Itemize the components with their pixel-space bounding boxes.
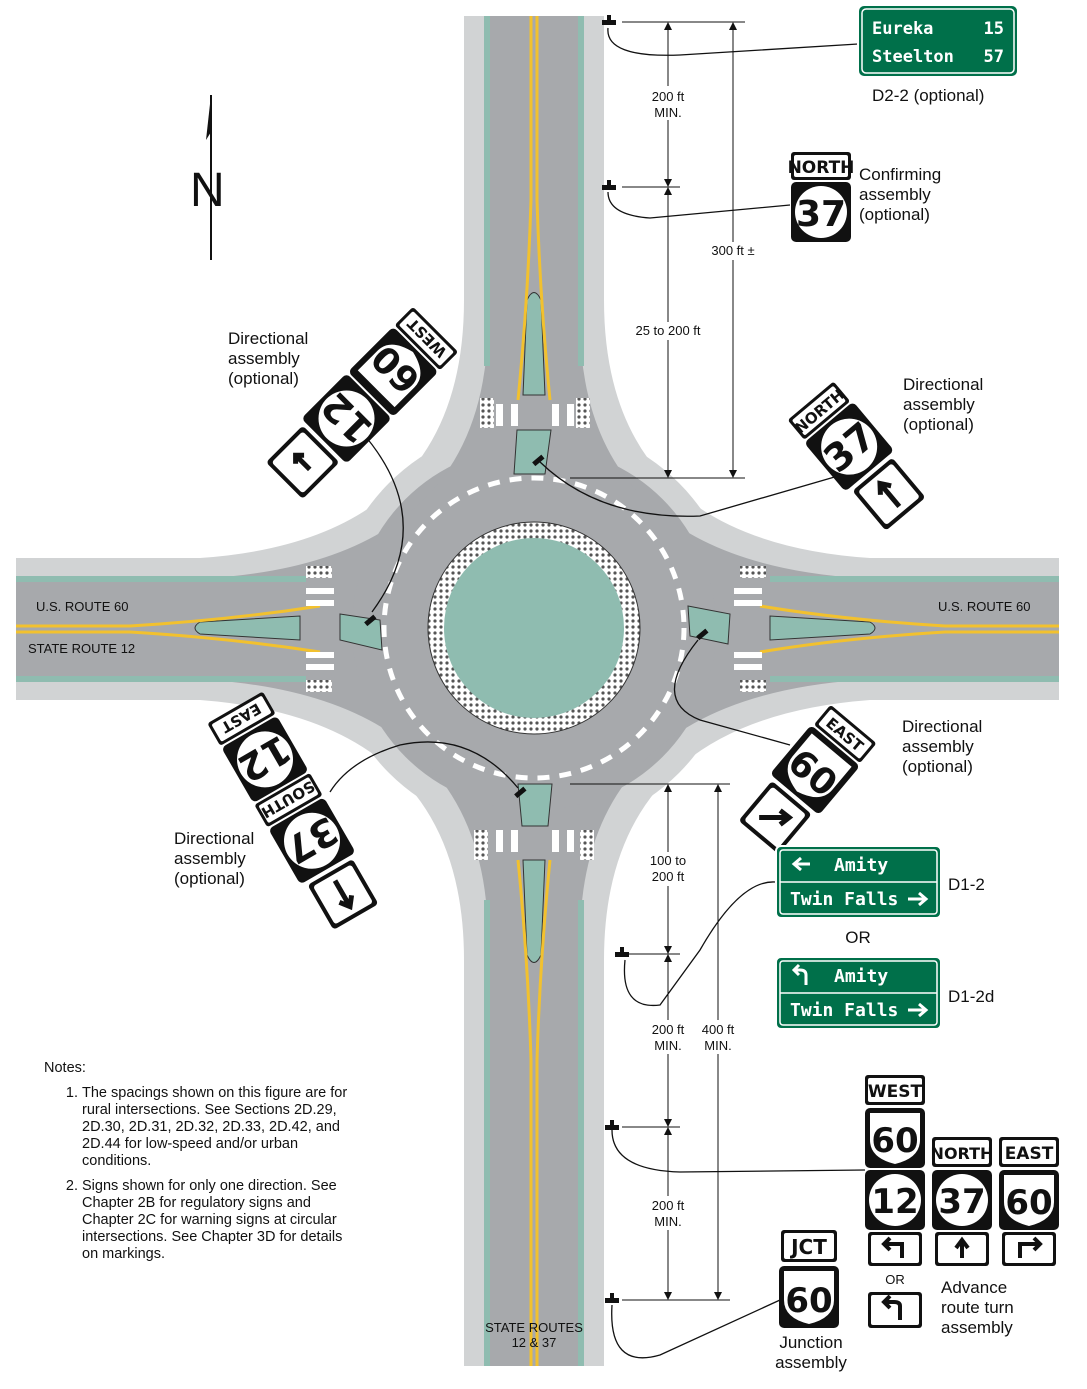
d2-2-row1-name: Eureka — [872, 19, 933, 39]
d2-2-row2-name: Steelton — [872, 47, 954, 67]
dim-100-200-l2: 200 ft — [652, 869, 685, 884]
notes-block: Notes: The spacings shown on this figure… — [44, 1060, 354, 1271]
advance-caption-l2: route turn — [941, 1298, 1014, 1317]
arrow-icon — [759, 808, 794, 827]
junction-caption-l1: Junction — [779, 1333, 842, 1352]
adv-route-12: 12 — [871, 1182, 918, 1222]
d1-2-row1: Amity — [834, 855, 888, 876]
directional-assembly-sw: 37 SOUTH 12 EAST — [208, 692, 378, 929]
turn-right-arrow-icon — [1018, 1236, 1043, 1258]
adv-route-60: 60 — [871, 1121, 918, 1161]
north-label: N — [190, 164, 225, 217]
adv-plate-east: EAST — [1005, 1144, 1054, 1164]
d1-2d-code: D1-2d — [948, 987, 994, 1006]
sign-post-marks — [364, 15, 709, 1303]
road-label-us60-west: U.S. ROUTE 60 — [36, 599, 128, 614]
note-item: The spacings shown on this figure are fo… — [82, 1085, 354, 1170]
arrow-left-icon — [791, 856, 810, 872]
dir-se-caption-l3: (optional) — [902, 757, 973, 776]
road-label-us60-east: U.S. ROUTE 60 — [938, 599, 1030, 614]
road-network — [16, 16, 1059, 1366]
road-label-state-routes-l1: STATE ROUTES — [485, 1320, 583, 1335]
dim-200-mid-l2: MIN. — [654, 1038, 681, 1053]
dir-ne-caption-l1: Directional — [903, 375, 983, 394]
curved-arrow-left-icon — [791, 963, 808, 985]
directional-assembly-nw: 12 60 WEST — [267, 308, 457, 498]
note-item: Signs shown for only one direction. See … — [82, 1178, 354, 1263]
junction-assembly: JCT 60 — [779, 1230, 839, 1328]
dir-nw-caption-l1: Directional — [228, 329, 308, 348]
dim-400-l2: MIN. — [704, 1038, 731, 1053]
adv-plate-west: WEST — [868, 1082, 923, 1102]
dimension-labels: 200 ft MIN. 300 ft ± 25 to 200 ft 100 to… — [628, 86, 764, 1230]
dim-200-mid-l1: 200 ft — [652, 1022, 685, 1037]
d1-2-row2: Twin Falls — [790, 889, 898, 910]
confirming-caption-l2: assembly — [859, 185, 931, 204]
dir-ne-caption-l2: assembly — [903, 395, 975, 414]
dir-se-caption-l1: Directional — [902, 717, 982, 736]
notes-title: Notes: — [44, 1060, 86, 1076]
confirming-route: 37 — [796, 194, 846, 235]
d2-2-row1-miles: 15 — [984, 19, 1004, 39]
directional-assembly-se: EAST 60 — [740, 705, 876, 853]
advance-caption-l1: Advance — [941, 1278, 1007, 1297]
dir-sw-caption-l2: assembly — [174, 849, 246, 868]
turn-left-arrow-icon — [881, 1236, 904, 1258]
confirming-plate: NORTH — [788, 158, 855, 178]
d1-2d-row2: Twin Falls — [790, 1000, 898, 1021]
jct-route: 60 — [785, 1281, 832, 1321]
d1-2d-sign: Amity Twin Falls — [775, 956, 942, 1030]
dir-se-caption-l2: assembly — [902, 737, 974, 756]
or-label: OR — [845, 928, 871, 947]
confirming-assembly: NORTH 37 — [788, 152, 855, 242]
dir-nw-caption-l3: (optional) — [228, 369, 299, 388]
d2-2-row2-miles: 57 — [984, 47, 1004, 67]
arrow-icon — [877, 480, 902, 509]
dim-300: 300 ft ± — [711, 243, 754, 258]
arrow-icon — [293, 452, 312, 472]
dim-200-low-l1: 200 ft — [652, 1198, 685, 1213]
road-label-state-routes-l2: 12 & 37 — [512, 1335, 557, 1350]
dir-nw-caption-l2: assembly — [228, 349, 300, 368]
north-arrow-icon: N — [190, 95, 225, 260]
confirming-caption-l1: Confirming — [859, 165, 941, 184]
advance-caption-l3: assembly — [941, 1318, 1013, 1337]
road-label-sr12: STATE ROUTE 12 — [28, 641, 135, 656]
leader-lines — [329, 27, 866, 1359]
curved-turn-left-arrow-icon — [881, 1294, 902, 1320]
dim-25-200: 25 to 200 ft — [635, 323, 700, 338]
junction-caption-l2: assembly — [775, 1353, 847, 1372]
adv-plate-north: NORTH — [931, 1144, 994, 1163]
d2-2-sign: Eureka 15 Steelton 57 — [857, 4, 1019, 78]
confirming-caption-l3: (optional) — [859, 205, 930, 224]
straight-arrow-icon — [954, 1236, 970, 1258]
adv-or-label: OR — [885, 1272, 905, 1287]
arrow-right-icon — [908, 1002, 929, 1018]
dim-200-low-l2: MIN. — [654, 1214, 681, 1229]
dim-200-top-l1: 200 ft — [652, 89, 685, 104]
arrow-right-icon — [908, 891, 929, 907]
dim-100-200-l1: 100 to — [650, 853, 686, 868]
dir-ne-caption-l3: (optional) — [903, 415, 974, 434]
dir-sw-caption-l3: (optional) — [174, 869, 245, 888]
advance-route-turn-assembly: WEST 60 12 NORTH 37 EAST 60 OR — [865, 1075, 1059, 1328]
d1-2-sign: Amity Twin Falls — [775, 845, 942, 919]
d1-2-code: D1-2 — [948, 875, 985, 894]
adv-route-37: 37 — [938, 1182, 985, 1222]
ne-route: 37 — [815, 414, 884, 482]
dir-sw-caption-l1: Directional — [174, 829, 254, 848]
dim-400-l1: 400 ft — [702, 1022, 735, 1037]
notes-list: The spacings shown on this figure are fo… — [44, 1085, 354, 1263]
arrow-icon — [332, 879, 355, 911]
adv-route-60b: 60 — [1005, 1183, 1052, 1223]
d2-2-caption: D2-2 (optional) — [872, 86, 984, 105]
dim-200-top-l2: MIN. — [654, 105, 681, 120]
jct-plate: JCT — [789, 1235, 827, 1259]
d1-2d-row1: Amity — [834, 966, 888, 987]
